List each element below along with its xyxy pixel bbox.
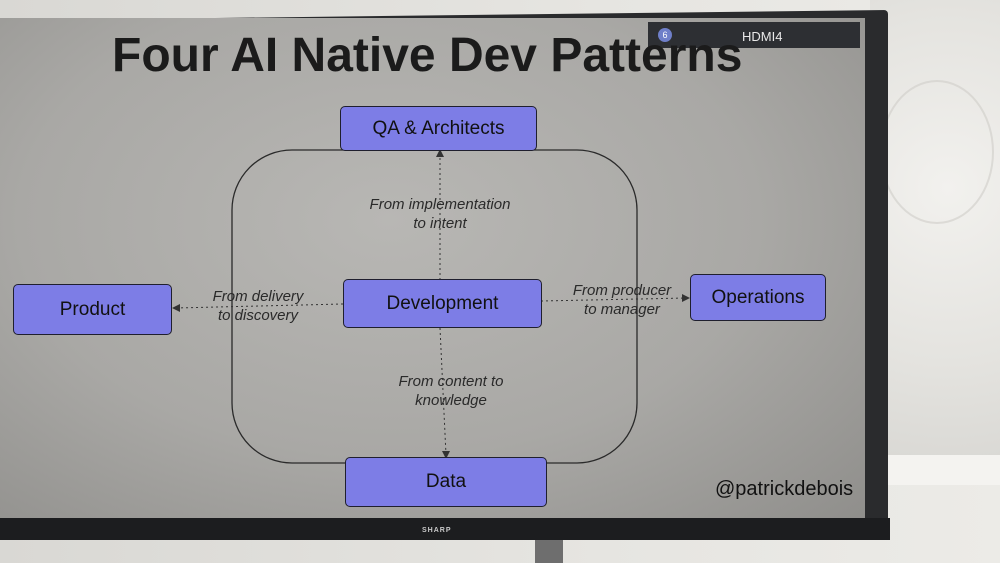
node-qa-architects: QA & Architects bbox=[340, 106, 537, 151]
caption-down: From content to knowledge bbox=[380, 372, 522, 410]
arrowhead-right bbox=[682, 294, 690, 302]
arrowhead-left bbox=[172, 304, 180, 312]
caption-left: From delivery to discovery bbox=[190, 287, 326, 325]
input-osd-bar bbox=[648, 22, 860, 48]
connector-down bbox=[439, 327, 447, 456]
slide-title: Four AI Native Dev Patterns bbox=[112, 29, 743, 82]
wall-relief bbox=[870, 0, 1000, 470]
node-development: Development bbox=[343, 279, 542, 328]
connector-left bbox=[174, 303, 344, 309]
arrowhead-up bbox=[436, 149, 444, 157]
caption-right-line1: From producer bbox=[572, 282, 672, 299]
node-operations: Operations bbox=[690, 274, 826, 321]
tv-stand bbox=[535, 540, 563, 563]
input-label: HDMI4 bbox=[742, 29, 783, 44]
tv-bottom-bezel bbox=[0, 518, 890, 540]
caption-left-line2: to discovery bbox=[217, 307, 299, 324]
caption-up-line2: to intent bbox=[413, 215, 467, 232]
author-handle: @patrickdebois bbox=[715, 478, 854, 500]
connector-right bbox=[540, 297, 688, 302]
wall-shelf bbox=[880, 455, 1000, 485]
caption-down-line2: knowledge bbox=[415, 392, 487, 409]
caption-right-line2: to manager bbox=[584, 301, 660, 318]
caption-right: From producer to manager bbox=[556, 281, 688, 319]
caption-up: From implementation to intent bbox=[352, 195, 528, 233]
node-data: Data bbox=[345, 457, 547, 507]
arrowhead-down bbox=[442, 451, 450, 459]
channel-number-icon: 6 bbox=[658, 28, 672, 42]
node-product: Product bbox=[13, 284, 172, 335]
caption-down-line1: From content to bbox=[398, 373, 504, 390]
tv-screen bbox=[0, 18, 865, 523]
caption-left-line1: From delivery bbox=[212, 288, 304, 305]
caption-up-line1: From implementation bbox=[369, 196, 511, 213]
tv-brand-logo: SHARP bbox=[422, 527, 452, 534]
